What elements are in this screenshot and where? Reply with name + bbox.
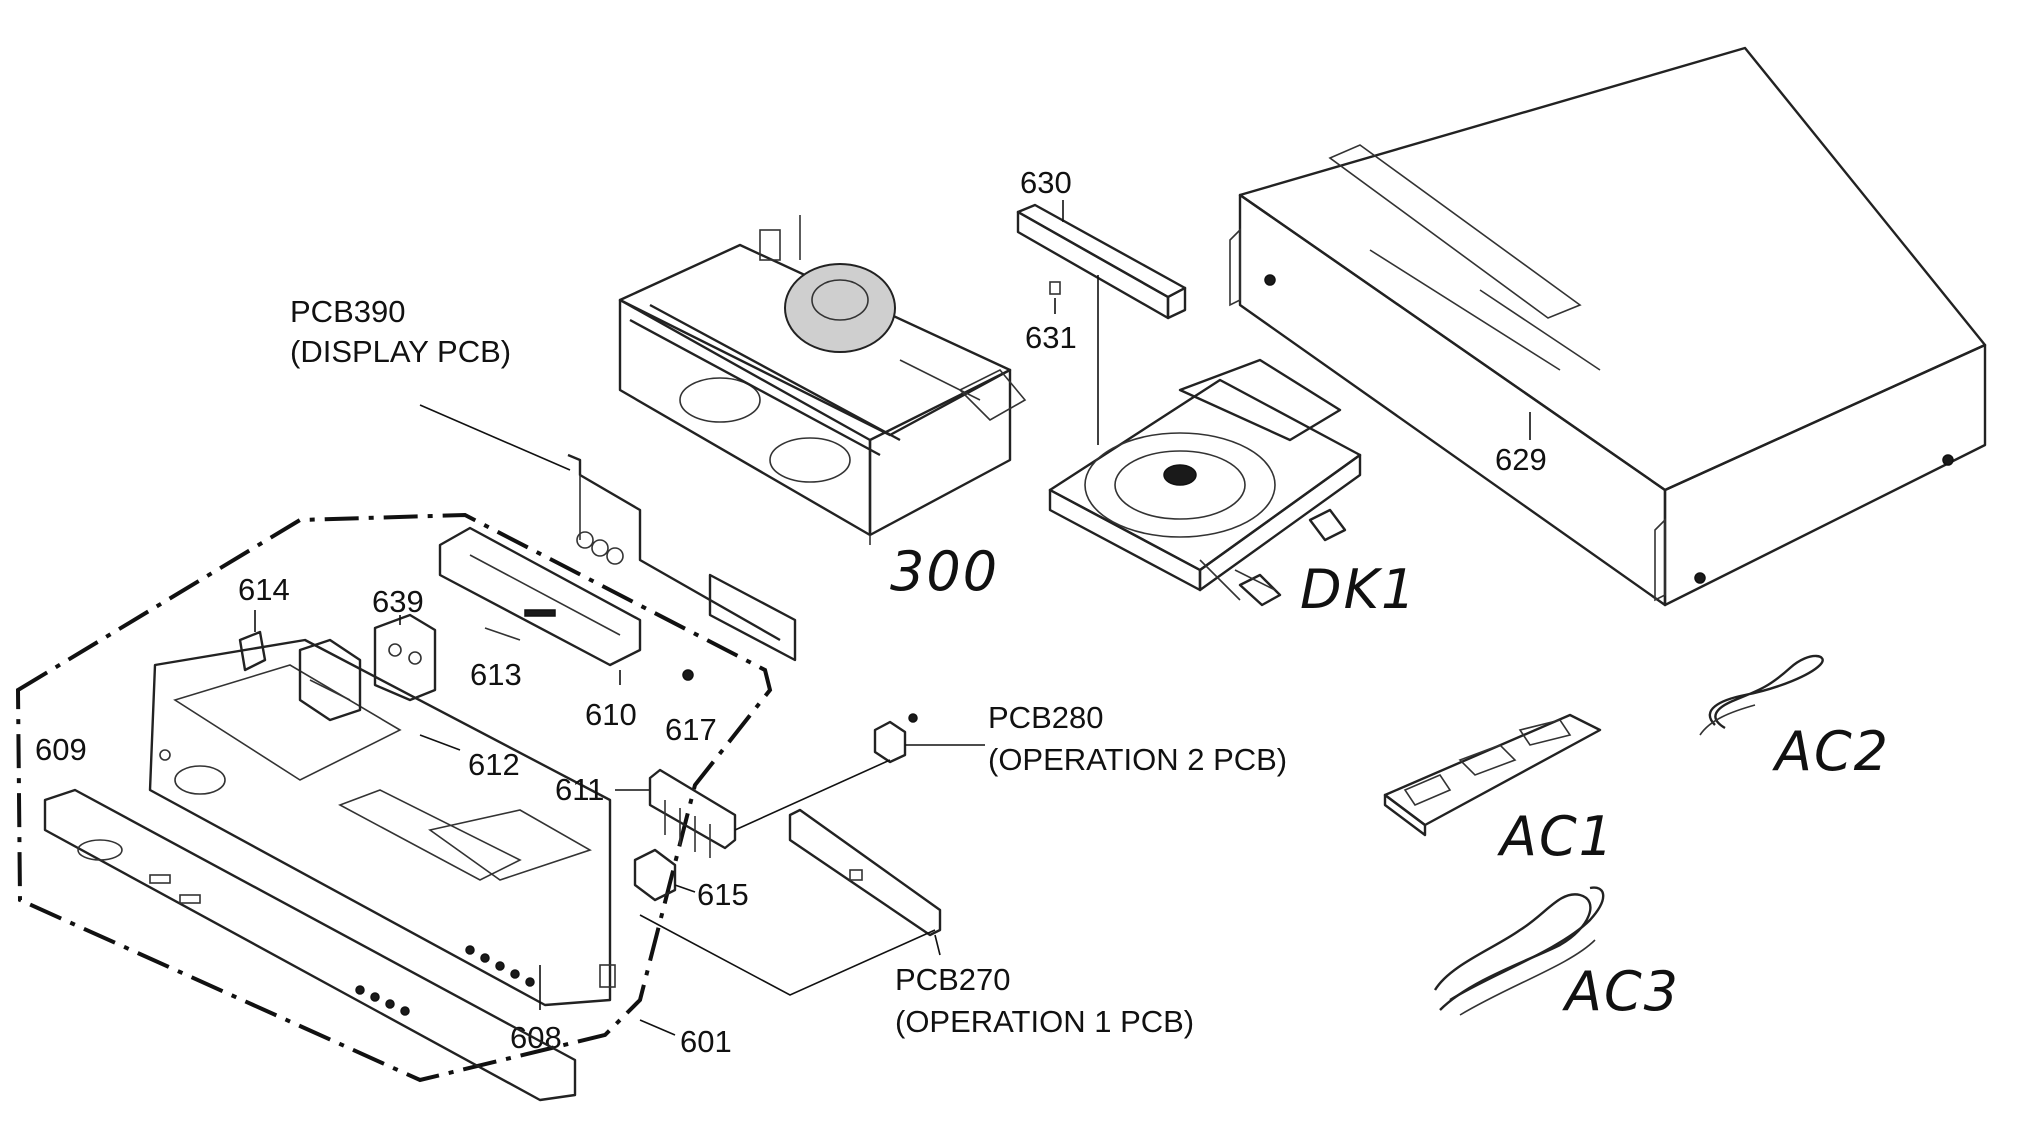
part-615 (633, 848, 696, 902)
label-ac3: AC3 (1562, 960, 1680, 1023)
top-cover-629 (1229, 46, 1987, 607)
label-612: 612 (468, 747, 520, 782)
label-617: 617 (665, 712, 717, 747)
front-panel-608 (148, 638, 616, 1010)
switch-strip-611 (615, 768, 737, 858)
cable-ac3 (1433, 886, 1605, 1016)
label-609: 609 (35, 732, 87, 767)
label-639: 639 (372, 584, 424, 619)
label-pcb270-desc: (OPERATION 1 PCB) (895, 1004, 1194, 1039)
operation-1-pcb-270 (639, 808, 942, 996)
operation-2-pcb-280 (734, 713, 985, 831)
label-629: 629 (1495, 442, 1547, 477)
label-613: 613 (470, 657, 522, 692)
label-610: 610 (585, 697, 637, 732)
label-pcb390-desc: (DISPLAY PCB) (290, 334, 511, 369)
display-window-610 (438, 526, 694, 685)
front-trim-609 (43, 788, 577, 1102)
vcr-mechanism-300 (618, 215, 1027, 545)
part-614 (238, 610, 267, 672)
label-pcb280: PCB280 (988, 700, 1103, 735)
label-615: 615 (697, 877, 749, 912)
dvd-loader-dk1 (1048, 275, 1362, 607)
label-ac2: AC2 (1772, 720, 1890, 783)
label-ac1: AC1 (1497, 805, 1615, 868)
label-630: 630 (1020, 165, 1072, 200)
label-614: 614 (238, 572, 290, 607)
cable-ac2 (1699, 654, 1824, 736)
display-pcb-390 (419, 404, 797, 662)
bracket-639 (373, 613, 437, 702)
label-pcb270: PCB270 (895, 962, 1010, 997)
label-631: 631 (1025, 320, 1077, 355)
label-pcb280-desc: (OPERATION 2 PCB) (988, 742, 1287, 777)
label-pcb390: PCB390 (290, 294, 405, 329)
front-assembly-outline-601 (15, 512, 773, 1083)
remote-control-ac1 (1383, 713, 1602, 837)
label-601: 601 (680, 1024, 732, 1059)
label-dk1: DK1 (1300, 558, 1417, 621)
front-bracket-630 (1016, 200, 1187, 320)
label-611: 611 (555, 772, 604, 807)
bracket-612 (298, 638, 461, 751)
label-300: 300 (890, 540, 999, 603)
